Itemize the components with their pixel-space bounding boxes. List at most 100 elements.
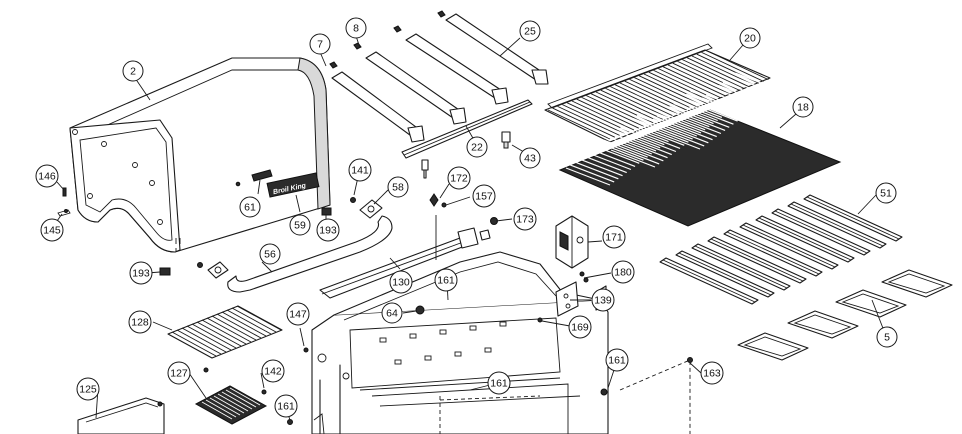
callout-label: 146 (38, 171, 56, 183)
callout-label: 161 (437, 275, 455, 287)
grid-bar (614, 146, 660, 165)
grid-bar (565, 167, 611, 186)
grid-bar (664, 125, 709, 144)
callout-label: 145 (43, 225, 61, 237)
rack-wire (691, 55, 755, 86)
callout-label: 22 (471, 142, 483, 154)
grate-bar (213, 395, 245, 414)
callout-circle (519, 147, 541, 169)
grate-wire (216, 313, 262, 339)
rack-wire (552, 107, 615, 138)
callout-label: 193 (132, 268, 150, 280)
rack-wire (639, 75, 702, 106)
side-shelf (77, 397, 165, 434)
grid-bar (697, 100, 743, 119)
wave-ridge (710, 238, 804, 282)
rack-wire (701, 51, 764, 82)
callout-label: 18 (797, 102, 809, 114)
grate-wire (236, 305, 282, 331)
grid-bar (731, 75, 776, 94)
grid-bar (722, 81, 768, 100)
grate-bar (225, 389, 257, 408)
callout-circle (128, 310, 152, 334)
callout-193: 193 (129, 261, 153, 285)
grid-bar (701, 97, 747, 116)
callout-61: 61 (239, 196, 261, 218)
grate-bar (217, 393, 249, 412)
callout-label: 5 (884, 332, 890, 344)
grate-wire (176, 329, 222, 355)
callout-circle (513, 207, 537, 231)
callout-161: 161 (605, 348, 629, 372)
loose-screws (203, 347, 693, 434)
callout-circle (274, 394, 298, 418)
callout-circle (434, 268, 458, 292)
callout-label: 161 (608, 355, 626, 367)
grid-bar (665, 109, 710, 128)
callout-circle (447, 166, 471, 190)
grate-bar (229, 387, 261, 406)
grid-bar (619, 143, 664, 162)
wave-ridge (774, 210, 868, 254)
callout-172: 172 (447, 166, 471, 190)
grid-bar (603, 139, 648, 158)
callout-label: 128 (131, 317, 149, 329)
callout-circle (122, 60, 144, 82)
callout-label: 180 (614, 267, 632, 279)
callout-2: 2 (122, 60, 144, 82)
callout-circle (286, 302, 310, 326)
callout-51: 51 (875, 182, 897, 204)
callout-circle (167, 361, 191, 385)
callout-label: 173 (516, 214, 534, 226)
callout-circle (700, 361, 724, 385)
wave-ridge (790, 203, 884, 247)
ignition-module (555, 215, 589, 269)
rack-wire (677, 60, 740, 91)
grate-wire (191, 323, 237, 349)
grid-bar (660, 112, 706, 131)
grid-bar (693, 103, 738, 122)
wave-ridge (742, 224, 836, 268)
rack-wire (557, 105, 620, 136)
rack-wire (595, 91, 659, 122)
callout-139: 139 (591, 288, 615, 312)
warming-grate-128 (167, 305, 283, 359)
rack-rail (547, 43, 713, 109)
flavor-waves (659, 194, 903, 305)
callout-label: 59 (294, 220, 306, 232)
grate-wire (211, 315, 257, 341)
callout-7: 7 (309, 33, 331, 55)
rack-wire (706, 50, 769, 81)
grid-bar (655, 131, 701, 150)
callout-label: 51 (880, 188, 892, 200)
callout-label: 169 (571, 322, 589, 334)
grid-bar (595, 145, 640, 164)
callout-128: 128 (128, 310, 152, 334)
callout-18: 18 (792, 96, 814, 118)
callout-circle (876, 326, 898, 348)
grate-bar (233, 385, 265, 404)
grid-bar (690, 90, 735, 109)
grate-bar (209, 397, 241, 416)
callout-5: 5 (876, 326, 898, 348)
grid-bar (623, 140, 668, 159)
rack-wire (682, 59, 745, 90)
callout-circle (261, 359, 285, 383)
callout-label: 2 (130, 66, 136, 78)
grate-wire (171, 331, 217, 357)
callout-circle (739, 27, 761, 49)
grate-wire (181, 327, 227, 353)
firebox-body (287, 251, 609, 434)
cooking-grids (558, 72, 842, 227)
callout-130: 130 (389, 270, 413, 294)
grid-bar (631, 133, 677, 153)
rack-wire (624, 80, 687, 111)
rack-wire (571, 100, 635, 131)
callout-171: 171 (602, 225, 626, 249)
callout-circle (389, 270, 413, 294)
callout-circle (387, 176, 409, 198)
callout-label: 25 (524, 26, 536, 38)
wave-ridge (806, 196, 900, 240)
